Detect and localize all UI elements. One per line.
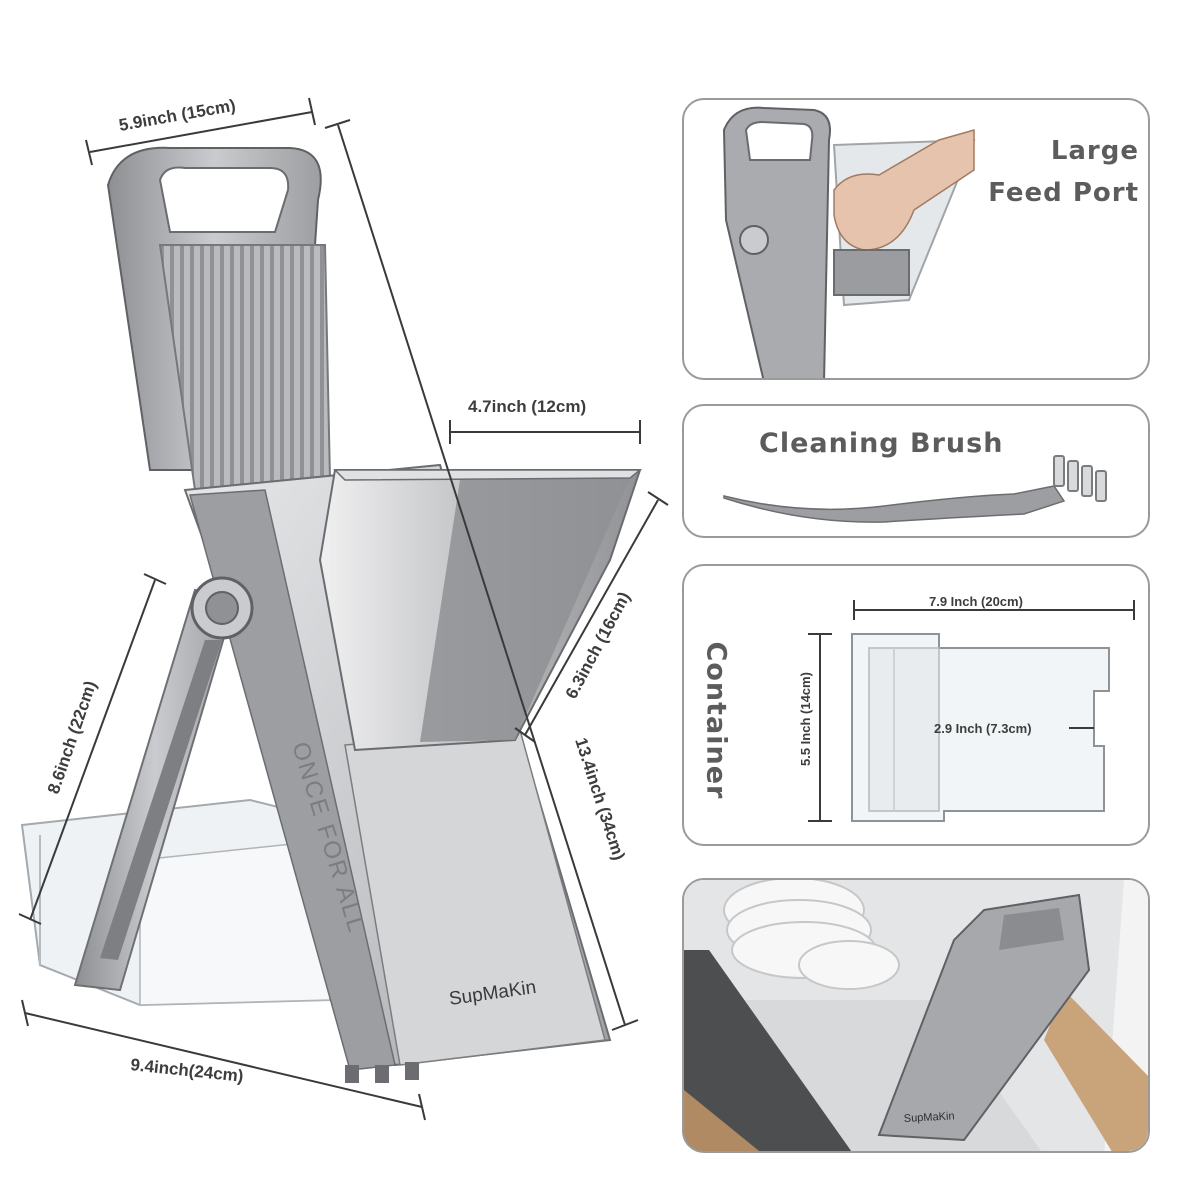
container-panel: Container 7.9 Inch (20cm) 5.5 Inch (14cm… — [682, 564, 1150, 846]
dimension-lines — [18, 97, 669, 1121]
dim-chute-width: 4.7inch (12cm) — [468, 397, 586, 416]
dim-total-height: 13.4inch (34cm) — [571, 735, 628, 862]
feed-chute — [318, 469, 643, 752]
container-illustration: 7.9 Inch (20cm) 5.5 Inch (14cm) 2.9 Inch… — [798, 594, 1135, 822]
cleaning-brush-illustration — [723, 455, 1107, 523]
storage-illustration: SupMaKin — [684, 880, 1148, 1151]
container-height-dim: 5.5 Inch (14cm) — [798, 672, 813, 766]
feed-port-illustration — [722, 106, 976, 378]
container-inner-dim: 2.9 Inch (7.3cm) — [934, 721, 1032, 736]
storage-panel: SupMaKin — [682, 878, 1150, 1153]
slicer-body — [106, 146, 612, 1083]
storage-brand: SupMaKin — [904, 1110, 955, 1125]
feed-port-label: Large Feed Port — [979, 130, 1139, 214]
container-width-dim: 7.9 Inch (20cm) — [929, 594, 1023, 609]
feed-port-label-line2: Feed Port — [988, 178, 1139, 208]
brush-label: Cleaning Brush — [759, 428, 1004, 459]
feed-port-label-line1: Large — [1050, 136, 1139, 166]
feed-port-panel: Large Feed Port — [682, 98, 1150, 380]
main-illustration: 5.9inch (15cm) 13.4inch (34cm) 4.7inch (… — [18, 96, 669, 1121]
dim-base-length: 9.4inch(24cm) — [130, 1055, 245, 1086]
brush-panel: Cleaning Brush — [682, 404, 1150, 538]
dim-leg-length: 8.6inch (22cm) — [44, 678, 100, 796]
